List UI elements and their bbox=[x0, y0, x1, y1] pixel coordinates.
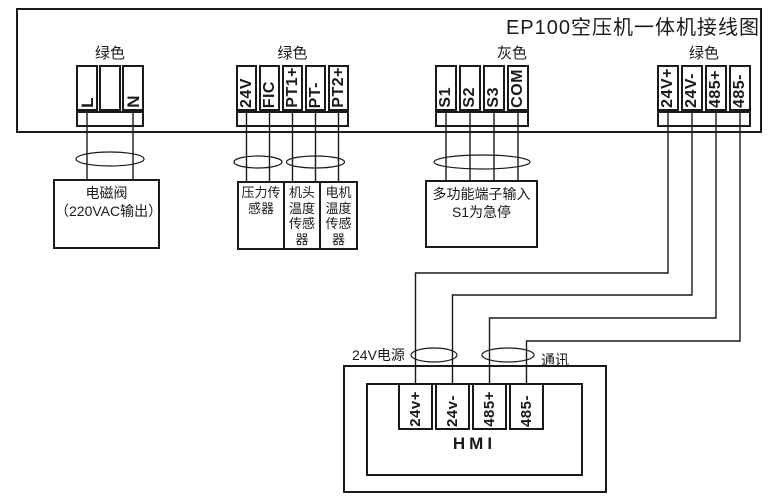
terminal-blank bbox=[99, 65, 121, 111]
terminal-pt2-plus: PT2+ bbox=[328, 65, 349, 111]
hmi-terminal-485-minus-label: 485- bbox=[518, 394, 535, 427]
terminal-N-label: N bbox=[123, 95, 143, 108]
terminal-pt-minus-label: PT- bbox=[306, 81, 324, 108]
color-label-input: 灰色 bbox=[496, 45, 527, 62]
terminal-com-label: COM bbox=[509, 69, 526, 108]
terminal-s3: S3 bbox=[483, 65, 505, 111]
terminal-N: N bbox=[122, 65, 144, 111]
terminal-strip bbox=[236, 111, 349, 127]
hmi-terminal-485-plus-label: 485+ bbox=[481, 391, 498, 427]
cable-ellipse-temp bbox=[285, 155, 346, 169]
hmi-terminal-485-plus: 485+ bbox=[472, 383, 507, 430]
hmi-power-label: 24V电源 bbox=[352, 347, 405, 363]
terminal-s1: S1 bbox=[435, 65, 457, 111]
wire-24v-minus bbox=[451, 111, 693, 383]
controller-board-outline bbox=[16, 8, 762, 133]
cable-ellipse-solenoid bbox=[75, 151, 145, 167]
color-label-power: 绿色 bbox=[94, 45, 125, 62]
hmi-terminal-24v-minus: 24v- bbox=[435, 383, 470, 430]
terminal-L-label: L bbox=[77, 97, 97, 108]
terminal-com: COM bbox=[507, 65, 529, 111]
hmi-terminal-block: 24v+ 24v- 485+ 485- bbox=[398, 383, 544, 430]
terminal-block-power-output: L N bbox=[76, 65, 144, 127]
pressure-sensor-box: 压力传感器 bbox=[241, 185, 281, 216]
terminal-485-plus-label: 485+ bbox=[707, 69, 724, 108]
terminal-pt2-plus-label: PT2+ bbox=[329, 67, 347, 108]
hmi-comm-label: 通讯 bbox=[541, 352, 569, 368]
terminal-24v-plus: 24V+ bbox=[657, 65, 679, 111]
diagram-title: EP100空压机一体机接线图 bbox=[505, 17, 760, 39]
solenoid-valve-box: 电磁阀 （220VAC输出） bbox=[53, 179, 162, 249]
terminal-24v-minus-label: 24V- bbox=[683, 73, 700, 108]
terminal-s2: S2 bbox=[459, 65, 481, 111]
terminal-24v-label: 24V bbox=[237, 78, 255, 108]
terminal-24v: 24V bbox=[236, 65, 257, 111]
terminal-strip bbox=[435, 111, 529, 127]
hmi-outer-box bbox=[343, 365, 607, 493]
terminal-s2-label: S2 bbox=[461, 87, 478, 108]
terminal-s3-label: S3 bbox=[485, 87, 502, 108]
wire-24v-plus bbox=[414, 111, 669, 383]
terminal-pt1-plus: PT1+ bbox=[282, 65, 303, 111]
terminal-block-inputs: S1 S2 S3 COM bbox=[435, 65, 529, 127]
terminal-24v-plus-label: 24V+ bbox=[659, 68, 676, 108]
hmi-terminal-485-minus: 485- bbox=[509, 383, 544, 430]
terminal-strip bbox=[657, 111, 751, 127]
cable-ellipse-hmi-comm bbox=[481, 347, 535, 363]
terminal-s1-label: S1 bbox=[437, 87, 454, 108]
terminal-485-plus: 485+ bbox=[705, 65, 727, 111]
hmi-terminal-24v-plus: 24v+ bbox=[398, 383, 433, 430]
cable-ellipse-hmi-power bbox=[410, 347, 458, 363]
terminal-pt1-plus-label: PT1+ bbox=[283, 67, 301, 108]
color-label-comm: 绿色 bbox=[688, 45, 719, 62]
hmi-terminal-24v-plus-label: 24v+ bbox=[407, 391, 424, 427]
terminal-fic-label: FIC bbox=[260, 80, 278, 108]
terminal-fic: FIC bbox=[259, 65, 280, 111]
terminal-485-minus: 485- bbox=[729, 65, 751, 111]
terminal-pt-minus: PT- bbox=[305, 65, 326, 111]
terminal-block-comm: 24V+ 24V- 485+ 485- bbox=[657, 65, 751, 127]
terminal-485-minus-label: 485- bbox=[731, 73, 748, 108]
multi-function-input-box: 多功能端子输入 S1为急停 bbox=[425, 180, 538, 248]
terminal-block-sensors: 24V FIC PT1+ PT- PT2+ bbox=[236, 65, 349, 127]
airend-temp-sensor-box: 机头温度传感器 bbox=[283, 183, 319, 248]
sensor-boxes: 压力传感器 机头温度传感器 电机温度传感器 bbox=[237, 181, 358, 250]
hmi-name: HMI bbox=[452, 434, 497, 453]
cable-ellipse-pressure bbox=[233, 155, 283, 169]
color-label-sensor: 绿色 bbox=[277, 45, 308, 62]
wire-485-minus bbox=[525, 111, 741, 383]
terminal-L: L bbox=[76, 65, 98, 111]
motor-temp-sensor-box: 电机温度传感器 bbox=[319, 183, 356, 248]
terminal-strip bbox=[76, 111, 144, 127]
hmi-terminal-24v-minus-label: 24v- bbox=[444, 394, 461, 427]
terminal-24v-minus: 24V- bbox=[681, 65, 703, 111]
cable-ellipse-inputs bbox=[433, 154, 531, 170]
